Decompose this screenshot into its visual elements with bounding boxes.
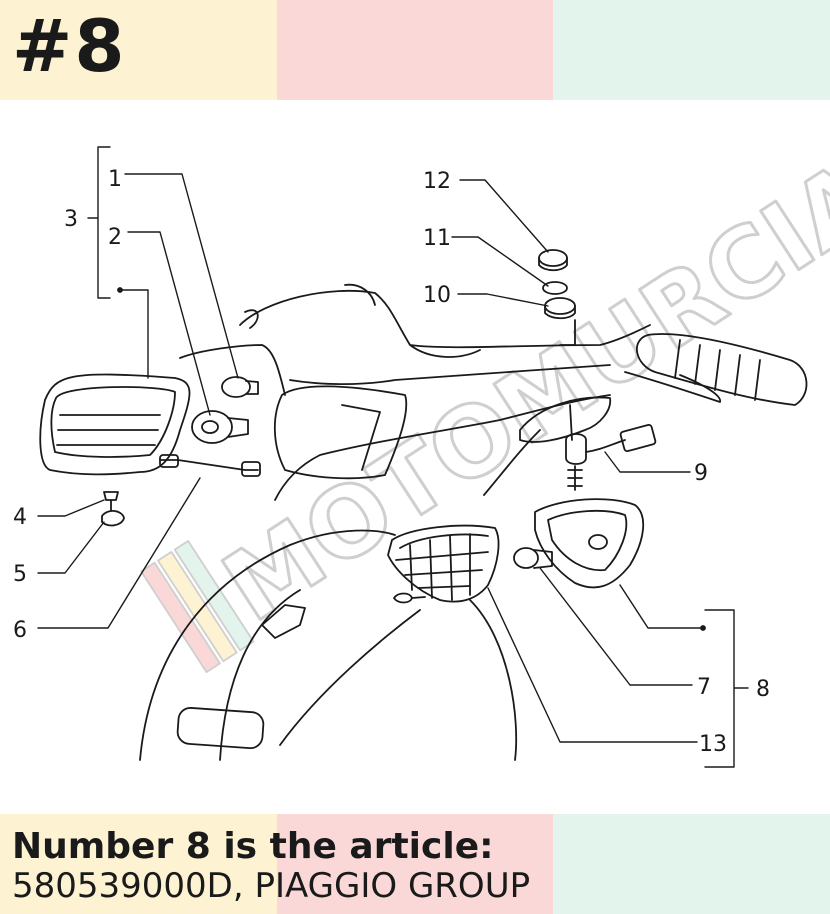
bottom-color-band [0,814,830,914]
speedometer-housing [273,385,408,480]
label-part-10: 10 [423,283,451,308]
label-part-7: 7 [697,675,711,700]
bulb-part-7 [513,547,539,569]
label-part-1: 1 [108,167,122,192]
wire-harness-part-6 [159,459,259,471]
connector-part-9 [585,439,626,453]
body-cutout-upper [261,604,306,639]
band-cell-yellow [0,814,277,914]
label-part-13: 13 [699,732,727,757]
label-part-11: 11 [423,226,451,251]
label-part-4: 4 [13,505,27,530]
leg-shield-outline [139,529,396,761]
label-part-6: 6 [13,618,27,643]
caption-article-code: 580539000D, PIAGGIO GROUP [12,866,531,906]
handlebar-grip [636,333,808,406]
band-cell-yellow [0,0,277,100]
nut-part-12 [538,249,568,267]
label-part-8: 8 [756,677,770,702]
washer-part-11 [542,281,568,295]
item-number-badge: #8 [12,4,127,88]
caption-heading: Number 8 is the article: [12,826,494,867]
exploded-parts-diagram: MOTOMURCIA [13,138,830,768]
label-part-5: 5 [13,562,27,587]
bulb-part-2 [191,410,233,444]
leader-lines [37,146,749,768]
band-cell-pink [277,0,553,100]
nut-part-5 [101,510,125,527]
screw-part-4 [103,491,119,511]
band-cell-pink [277,814,553,914]
bulb-part-1 [221,376,251,398]
label-part-2: 2 [108,225,122,250]
lens-screw [393,592,426,604]
body-cutout-lower [176,707,265,750]
indicator-lens-part-13 [387,524,500,603]
indicator-housing-part-8 [534,498,645,589]
watermark-logo: MOTOMURCIA [140,138,830,673]
label-part-9: 9 [694,461,708,486]
label-part-3: 3 [64,207,78,232]
top-color-band [0,0,830,100]
band-cell-mint [553,0,830,100]
band-cell-mint [553,814,830,914]
label-part-12: 12 [423,169,451,194]
handlebar-cover [239,289,651,386]
nut-part-10 [544,297,576,315]
